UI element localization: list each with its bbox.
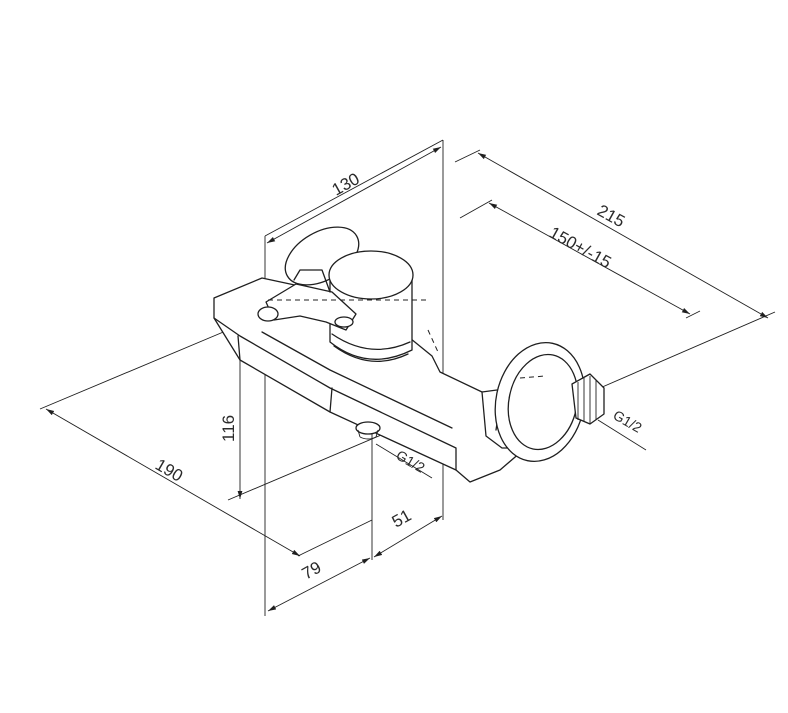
dim-text-79: 79	[299, 558, 325, 584]
cartridge-cap	[328, 250, 414, 363]
dim-text-215: 215	[594, 201, 628, 231]
dim-text-150: 150+/-15	[546, 223, 614, 272]
dim-line-51	[373, 515, 443, 558]
dim-line-190	[45, 408, 301, 557]
bottom-outlet	[355, 421, 381, 440]
dim-line-215	[477, 152, 769, 319]
lever-handle	[257, 269, 357, 331]
dimension-lines	[45, 146, 769, 612]
dim-line-150	[488, 202, 691, 315]
dim-line-79	[267, 557, 371, 612]
dim-text-51: 51	[389, 506, 415, 532]
faucet-body	[213, 226, 605, 483]
right-thread-nipple	[571, 373, 605, 425]
dim-line-130	[266, 146, 442, 244]
dim-text-116: 116	[219, 415, 238, 442]
dim-text-130: 130	[329, 169, 363, 199]
dim-text-190: 190	[152, 455, 186, 486]
leader-lines	[375, 419, 647, 479]
